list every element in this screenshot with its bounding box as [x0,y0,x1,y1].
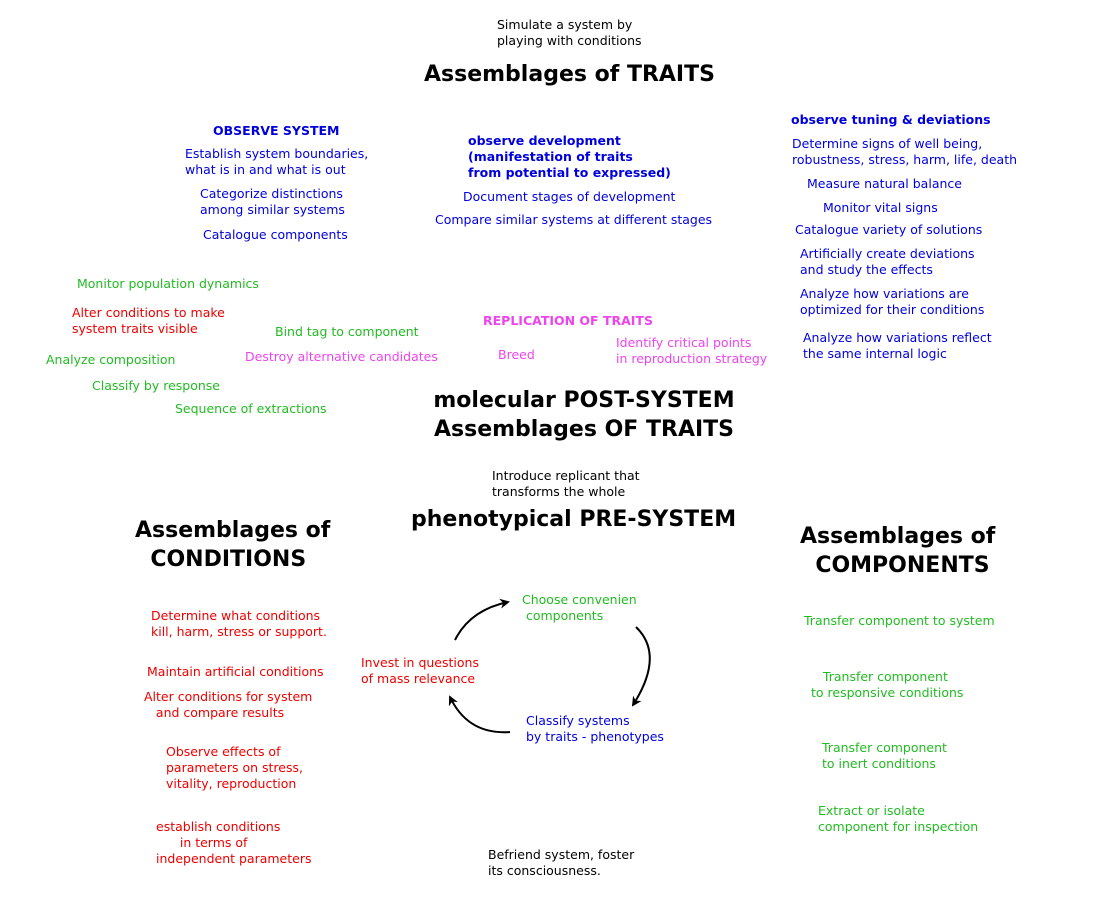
conditions-item: Observe effects of parameters on stress,… [166,744,303,791]
traits-title: Assemblages of TRAITS [424,62,715,87]
observe-tuning-item: Artificially create deviations and study… [800,246,975,277]
replication-heading: REPLICATION OF TRAITS [483,313,653,328]
classify-response-text: Classify by response [92,378,220,393]
observe-development-item: Compare similar systems at different sta… [435,212,713,227]
cycle-arrow-bottom [448,695,511,734]
observe-system-item: Categorize distinctions among similar sy… [200,186,345,217]
observe-tuning-item: Monitor vital signs [823,200,938,215]
conditions-title: Assemblages of CONDITIONS [135,518,331,572]
cycle-arrow-right [631,626,651,707]
intro-text: Simulate a system by playing with condit… [497,17,642,48]
observe-tuning-item: Catalogue variety of solutions [795,222,983,237]
components-item: Transfer component to responsive conditi… [811,669,964,700]
identify-critical-points-text: Identify critical points in reproduction… [616,335,768,366]
invest-questions-text: Invest in questions of mass relevance [361,655,479,686]
components-title: Assemblages of COMPONENTS [800,524,996,578]
post-system-title: molecular POST-SYSTEM Assemblages OF TRA… [433,388,735,442]
breed-text: Breed [498,347,535,362]
analyze-composition-text: Analyze composition [46,352,176,367]
monitor-population-text: Monitor population dynamics [77,276,259,291]
choose-components-text: Choose convenien components [522,592,637,623]
observe-tuning-item: Analyze how variations reflect the same … [803,330,992,361]
observe-tuning-item: Measure natural balance [807,176,962,191]
introduce-replicant-text: Introduce replicant that transforms the … [492,468,640,499]
observe-tuning-heading: observe tuning & deviations [791,112,991,127]
components-item: Transfer component to system [804,613,995,628]
conditions-item: Alter conditions for system and compare … [144,689,313,720]
observe-system-item: Establish system boundaries, what is in … [185,146,369,177]
observe-tuning-item: Determine signs of well being, robustnes… [792,136,1018,167]
classify-systems-text: Classify systems by traits - phenotypes [526,713,664,744]
conditions-item: Maintain artificial conditions [147,664,324,679]
cycle-arrow-top [454,598,510,641]
observe-development-item: Document stages of development [463,189,676,204]
pre-system-title: phenotypical PRE-SYSTEM [411,507,737,532]
conditions-item: Determine what conditions kill, harm, st… [151,608,327,639]
sequence-extractions-text: Sequence of extractions [175,401,327,416]
observe-system-heading: OBSERVE SYSTEM [213,123,340,138]
observe-system-item: Catalogue components [203,227,348,242]
destroy-candidates-text: Destroy alternative candidates [245,349,438,364]
components-item: Transfer component to inert conditions [822,740,947,771]
components-item: Extract or isolate component for inspect… [818,803,979,834]
observe-development-heading: observe development (manifestation of tr… [468,133,671,180]
bind-tag-text: Bind tag to component [275,324,419,339]
befriend-system-text: Befriend system, foster its consciousnes… [488,847,635,878]
conditions-item: establish conditions in terms of indepen… [156,819,312,866]
alter-conditions-text: Alter conditions to make system traits v… [72,305,225,336]
observe-tuning-item: Analyze how variations are optimized for… [800,286,985,317]
